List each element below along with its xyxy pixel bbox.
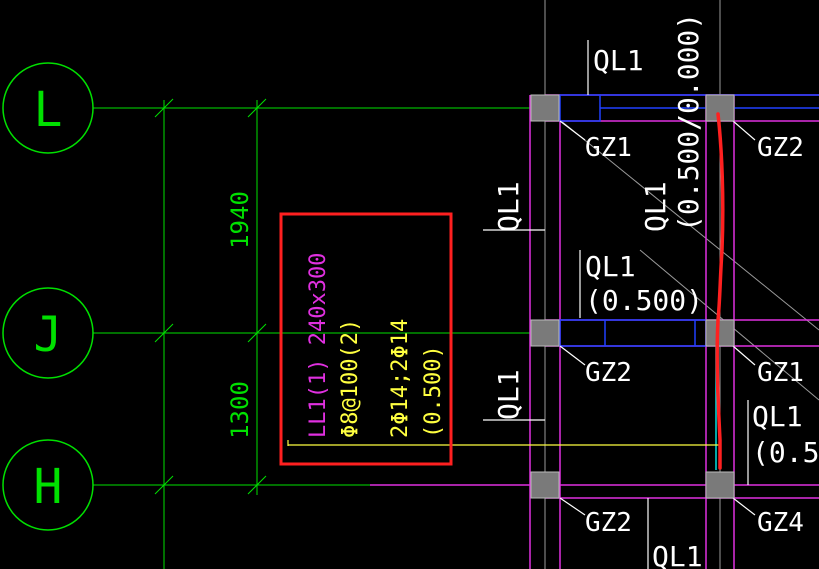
- ll1-beam-line: [287, 440, 720, 446]
- column-h-left: [530, 471, 560, 499]
- ll1-beam-annotation: LL1(1) 240x300 Φ8@100(2) 2Φ14;2Φ14 (0.50…: [306, 253, 446, 438]
- axis-lines: [93, 98, 545, 569]
- ll1-name: LL1(1) 240x300: [306, 253, 331, 438]
- leader-lines: [483, 40, 756, 569]
- axis-label-h: H: [34, 459, 63, 515]
- column-j-left: [530, 319, 560, 347]
- ql1-label-left-upper: QL1: [492, 181, 525, 232]
- column-labels: GZ1 GZ2 GZ2 GZ1 GZ2 GZ4: [585, 133, 804, 538]
- columns: [530, 94, 735, 499]
- axis-bubble-l: L: [2, 62, 94, 154]
- ll1-elevation: (0.500): [421, 345, 446, 438]
- axis-bubble-h: H: [2, 439, 94, 531]
- axis-label-j: J: [34, 307, 63, 363]
- ql1-elevation-right-lower: (0.50: [752, 436, 819, 469]
- column-label-gz1-top: GZ1: [585, 133, 632, 163]
- ql1-label-bottom: QL1: [652, 540, 703, 569]
- axis-bubble-j: J: [2, 287, 94, 379]
- ql1-label-right-lower: QL1: [752, 400, 803, 433]
- highlight-box: [279, 212, 453, 466]
- column-h-right: [705, 471, 735, 499]
- column-j-right: [705, 319, 735, 347]
- ql1-label-vertical-right: QL1: [639, 181, 672, 232]
- red-markup-stroke: [715, 112, 725, 470]
- ql1-elevation-vertical: (0.500/0.000): [672, 13, 705, 232]
- column-label-gz2-top: GZ2: [757, 133, 804, 163]
- ql1-label-top: QL1: [593, 44, 644, 77]
- column-label-gz2-mid: GZ2: [585, 358, 632, 388]
- ql1-elevation-middle: (0.500): [585, 284, 703, 317]
- ll1-stirrup: Φ8@100(2): [338, 319, 363, 438]
- column-label-gz2-bottom: GZ2: [585, 508, 632, 538]
- axis-label-l: L: [34, 82, 63, 138]
- column-l-left: [530, 94, 560, 122]
- ll1-bars: 2Φ14;2Φ14: [388, 319, 413, 438]
- walls: [370, 94, 819, 569]
- column-label-gz1-mid: GZ1: [757, 358, 804, 388]
- column-label-gz4-bottom: GZ4: [757, 508, 804, 538]
- wall-beam-labels: QL1 QL1 QL1 (0.500/0.000) QL1 (0.500) QL…: [492, 13, 819, 569]
- dimension-1940: 1940: [226, 191, 254, 249]
- ql1-label-middle: QL1: [585, 250, 636, 283]
- ql1-label-left-lower: QL1: [492, 369, 525, 420]
- dimension-1300: 1300: [226, 381, 254, 439]
